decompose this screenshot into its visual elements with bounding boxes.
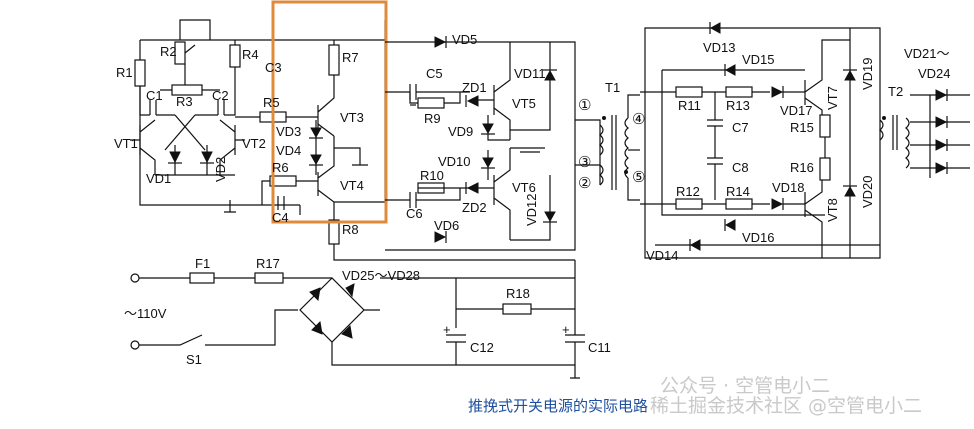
label-VD6: VD6 bbox=[434, 218, 459, 233]
label-R14: R14 bbox=[726, 184, 750, 199]
label-VD20: VD20 bbox=[860, 175, 875, 208]
label-R17: R17 bbox=[256, 256, 280, 271]
label-VD21: VD21～ bbox=[904, 46, 950, 61]
label-VD18: VD18 bbox=[772, 180, 805, 195]
label-VT1: VT1 bbox=[114, 136, 138, 151]
label-VD3: VD3 bbox=[276, 124, 301, 139]
label-R5: R5 bbox=[263, 95, 280, 110]
component-labels: R1 R2 R3 R4 R5 R6 R7 R8 R9 R10 R11 R12 R… bbox=[114, 32, 951, 367]
svg-text:+: + bbox=[562, 322, 570, 337]
label-T2: T2 bbox=[888, 84, 903, 99]
label-VD15: VD15 bbox=[742, 52, 775, 67]
label-VT5: VT5 bbox=[512, 96, 536, 111]
label-C6: C6 bbox=[406, 206, 423, 221]
figure-caption: 推挽式开关电源的实际电路 bbox=[468, 397, 648, 415]
label-F1: F1 bbox=[195, 256, 210, 271]
label-R10: R10 bbox=[420, 168, 444, 183]
label-R4: R4 bbox=[242, 47, 259, 62]
transformer-t1 bbox=[575, 94, 640, 201]
label-R3: R3 bbox=[176, 94, 193, 109]
label-VD1: VD1 bbox=[146, 171, 171, 186]
label-VD17: VD17 bbox=[780, 103, 813, 118]
label-VT8: VT8 bbox=[825, 198, 840, 222]
label-C11: C11 bbox=[588, 340, 611, 355]
label-pin4: ④ bbox=[632, 110, 645, 128]
label-T1: T1 bbox=[605, 80, 620, 95]
label-C7: C7 bbox=[732, 120, 749, 135]
label-R1: R1 bbox=[116, 65, 133, 80]
label-pin5: ⑤ bbox=[632, 168, 645, 186]
label-R2: R2 bbox=[160, 44, 177, 59]
watermark-right: 稀土掘金技术社区 @空管电小二 bbox=[650, 395, 922, 417]
label-C4: C4 bbox=[272, 210, 289, 225]
watermark-left: 公众号 · 空管电小二 bbox=[660, 375, 830, 397]
label-VD14: VD14 bbox=[646, 248, 679, 263]
label-VD9: VD9 bbox=[448, 124, 473, 139]
label-R13: R13 bbox=[726, 98, 750, 113]
label-ZD2: ZD2 bbox=[462, 200, 487, 215]
label-R12: R12 bbox=[676, 184, 700, 199]
power-input-section bbox=[130, 260, 585, 379]
label-VD12: VD12 bbox=[524, 193, 539, 226]
label-C1: C1 bbox=[146, 88, 163, 103]
label-VT4: VT4 bbox=[340, 178, 364, 193]
label-bridge: VD25～VD28 bbox=[342, 268, 420, 283]
label-C2: C2 bbox=[212, 88, 229, 103]
label-R7: R7 bbox=[342, 50, 359, 65]
label-pin3: ③ bbox=[578, 153, 591, 171]
label-R6: R6 bbox=[272, 160, 289, 175]
label-R8: R8 bbox=[342, 222, 359, 237]
label-R18: R18 bbox=[506, 286, 530, 301]
label-VD4: VD4 bbox=[276, 143, 301, 158]
label-ZD1: ZD1 bbox=[462, 80, 487, 95]
highlight-box bbox=[271, 0, 388, 224]
output-section bbox=[640, 22, 970, 259]
label-R9: R9 bbox=[424, 111, 441, 126]
svg-text:+: + bbox=[443, 322, 451, 337]
label-R16: R16 bbox=[790, 160, 814, 175]
label-VD10: VD10 bbox=[438, 154, 471, 169]
label-VT7: VT7 bbox=[825, 86, 840, 110]
label-VD19: VD19 bbox=[860, 57, 875, 90]
label-VD2: VD2 bbox=[213, 157, 228, 182]
label-pin2: ② bbox=[578, 174, 591, 192]
label-VT3: VT3 bbox=[340, 110, 364, 125]
label-S1: S1 bbox=[186, 352, 202, 367]
label-C8: C8 bbox=[732, 160, 749, 175]
label-VD11: VD11 bbox=[514, 66, 546, 81]
label-C12: C12 bbox=[470, 340, 494, 355]
label-pin1: ① bbox=[578, 96, 591, 114]
label-C3: C3 bbox=[265, 60, 282, 75]
label-VD16: VD16 bbox=[742, 230, 775, 245]
driver-section bbox=[385, 36, 576, 251]
label-ac-input: ～110V bbox=[124, 306, 167, 321]
label-VT6: VT6 bbox=[512, 180, 536, 195]
label-VT2: VT2 bbox=[242, 136, 266, 151]
label-VD5: VD5 bbox=[452, 32, 477, 47]
label-C5: C5 bbox=[426, 66, 443, 81]
label-VD13: VD13 bbox=[703, 40, 736, 55]
label-VD24: VD24 bbox=[918, 66, 951, 81]
label-R11: R11 bbox=[678, 98, 701, 113]
label-R15: R15 bbox=[790, 120, 814, 135]
